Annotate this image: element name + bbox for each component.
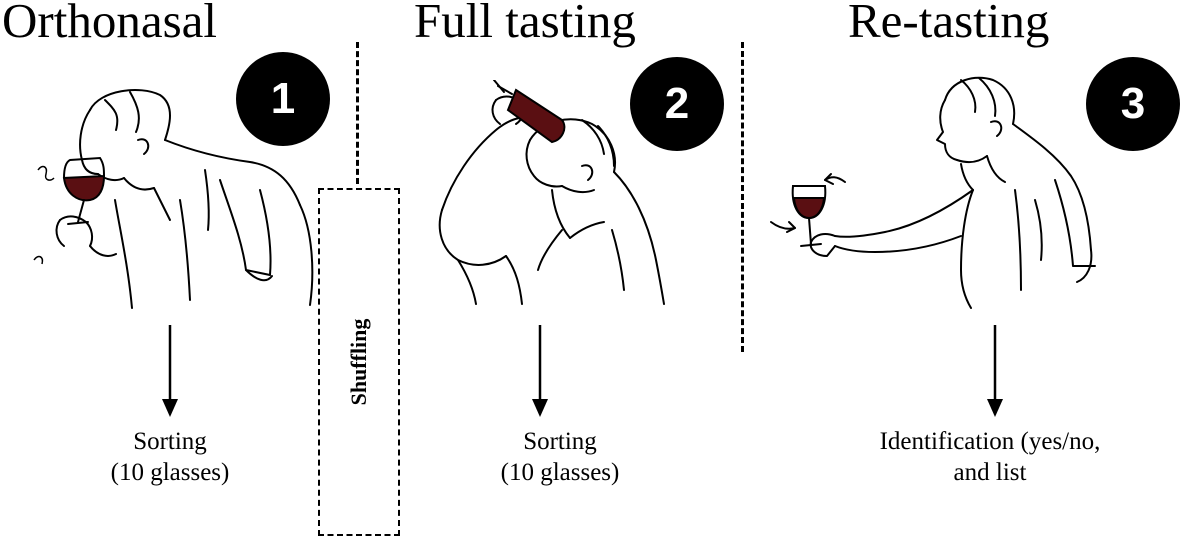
stage-divider-1: [356, 42, 359, 184]
result-sorting-2: Sorting (10 glasses): [460, 426, 660, 488]
result-1-line-1: Sorting: [133, 428, 207, 455]
step-badge-3: 3: [1086, 57, 1180, 151]
stage-title-orthonasal: Orthonasal: [2, 0, 217, 48]
result-1-line-2: (10 glasses): [110, 459, 230, 486]
down-arrow-3: [987, 325, 1003, 417]
shuffling-label: Shuffling: [346, 318, 371, 406]
stage-divider-2: [741, 42, 744, 352]
stage-title-re-tasting: Re-tasting: [848, 0, 1050, 48]
stage-title-full-tasting: Full tasting: [414, 0, 636, 48]
result-2-line-1: Sorting: [523, 428, 597, 455]
result-3-line-1: Identification (yes/no,: [879, 428, 1101, 455]
result-2-line-2: (10 glasses): [500, 459, 620, 486]
shuffling-box: Shuffling: [318, 188, 400, 536]
re-tasting-holding-glass-illustration: [770, 76, 1096, 309]
result-identification: Identification (yes/no, and list: [830, 426, 1150, 488]
result-3-line-2: and list: [953, 459, 1027, 486]
down-arrow-2: [532, 325, 548, 417]
step-badge-1: 1: [236, 52, 330, 146]
orthonasal-smelling-illustration: [33, 89, 314, 309]
down-arrow-1: [162, 325, 178, 417]
step-badge-2: 2: [630, 57, 724, 151]
full-tasting-drinking-illustration: [438, 80, 665, 305]
result-sorting-1: Sorting (10 glasses): [70, 426, 270, 488]
